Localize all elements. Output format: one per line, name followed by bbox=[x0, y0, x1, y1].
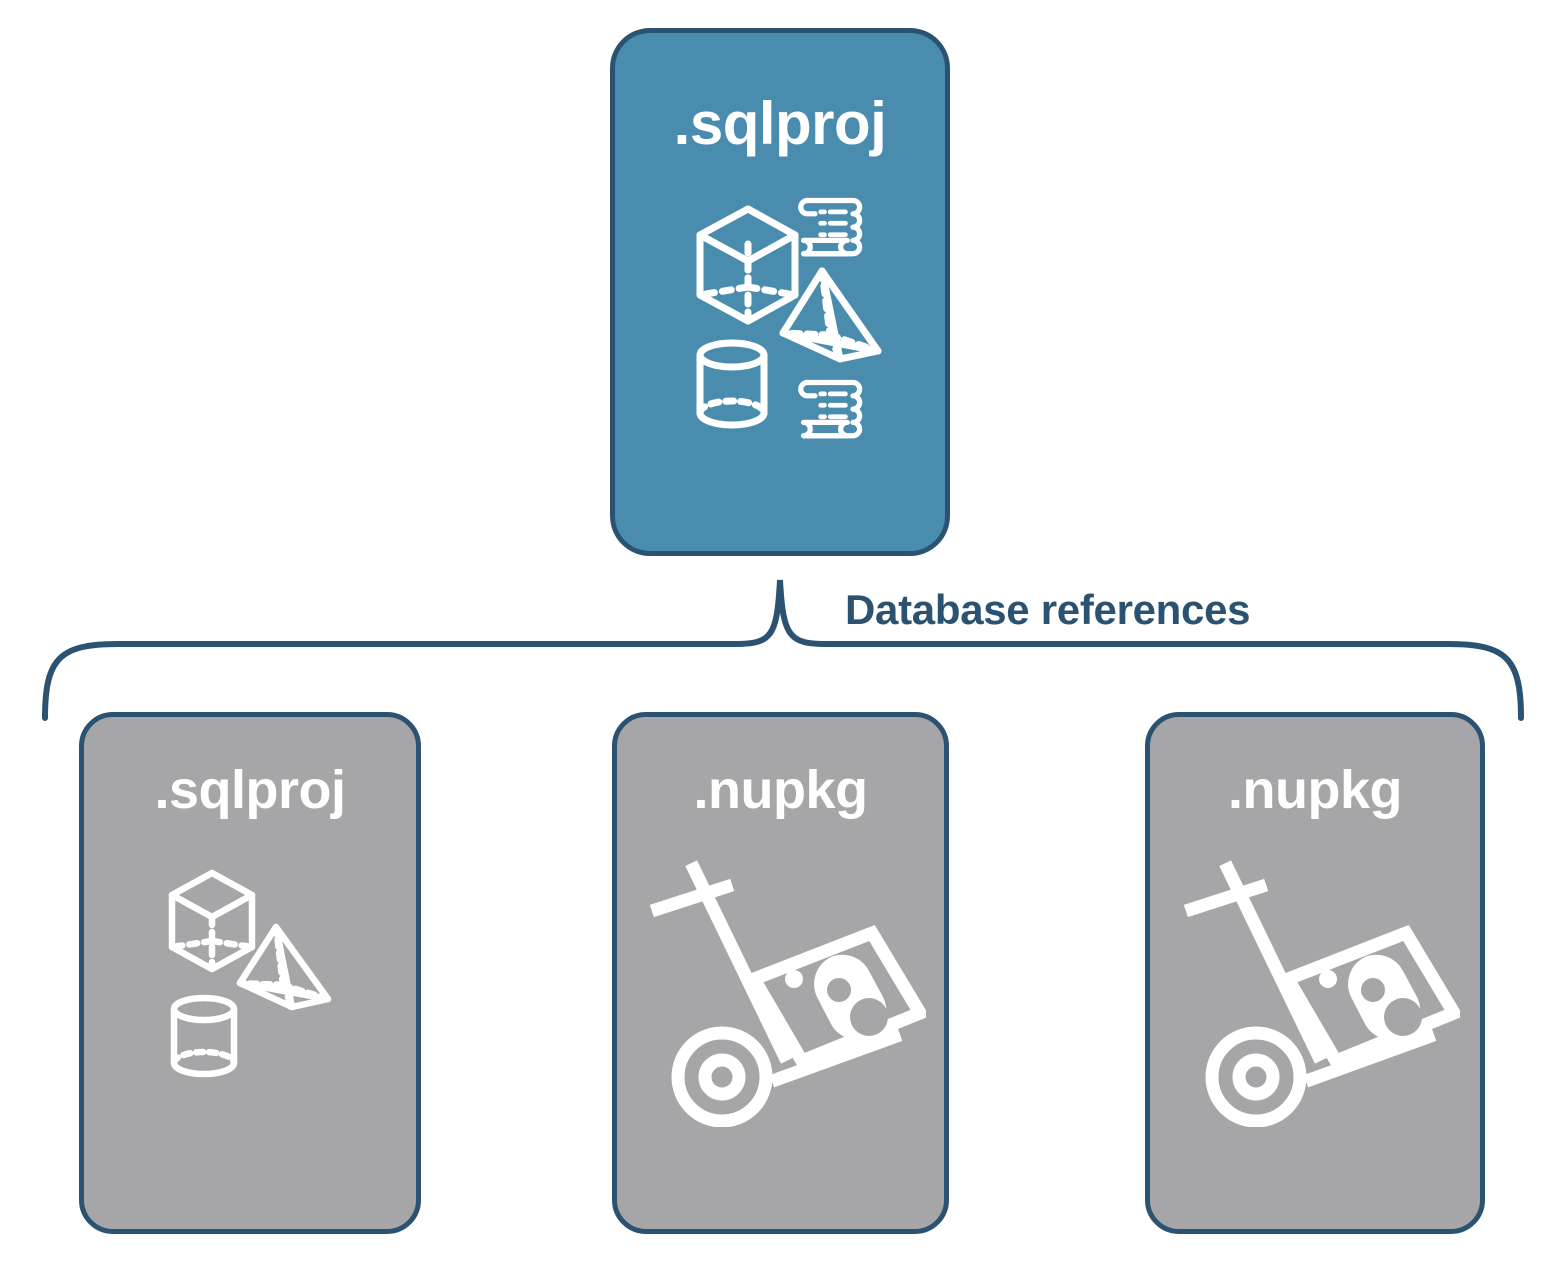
node-reference-sqlproj[interactable]: .sqlproj bbox=[79, 712, 421, 1234]
nuget-package-icon bbox=[744, 924, 926, 1070]
pyramid-wireframe-icon bbox=[779, 267, 882, 363]
cube-wireframe-icon bbox=[168, 869, 256, 973]
node-artwork-hand-truck-package bbox=[617, 847, 944, 1207]
node-artwork-hand-truck-package bbox=[1150, 847, 1480, 1207]
node-artwork-database-objects bbox=[84, 857, 416, 1197]
node-reference-nupkg-1[interactable]: .nupkg bbox=[612, 712, 949, 1234]
node-artwork-database-objects bbox=[615, 183, 945, 473]
node-title: .sqlproj bbox=[673, 90, 887, 157]
node-title: .nupkg bbox=[1228, 760, 1402, 820]
hand-truck-icon bbox=[1183, 860, 1437, 1127]
cylinder-wireframe-icon bbox=[170, 994, 238, 1078]
node-reference-nupkg-2[interactable]: .nupkg bbox=[1145, 712, 1485, 1234]
scroll-icon bbox=[798, 197, 863, 257]
nuget-package-icon bbox=[1278, 924, 1460, 1070]
pyramid-wireframe-icon bbox=[236, 923, 332, 1011]
brace-path bbox=[42, 579, 1524, 721]
scroll-icon bbox=[798, 379, 863, 439]
connector-label: Database references bbox=[845, 586, 1251, 633]
node-title: .nupkg bbox=[693, 760, 868, 820]
cube-wireframe-icon bbox=[696, 205, 799, 325]
cylinder-wireframe-icon bbox=[696, 339, 768, 429]
hand-truck-icon bbox=[649, 860, 902, 1127]
node-sqlproj-root[interactable]: .sqlproj bbox=[610, 28, 950, 556]
node-title: .sqlproj bbox=[154, 760, 346, 820]
